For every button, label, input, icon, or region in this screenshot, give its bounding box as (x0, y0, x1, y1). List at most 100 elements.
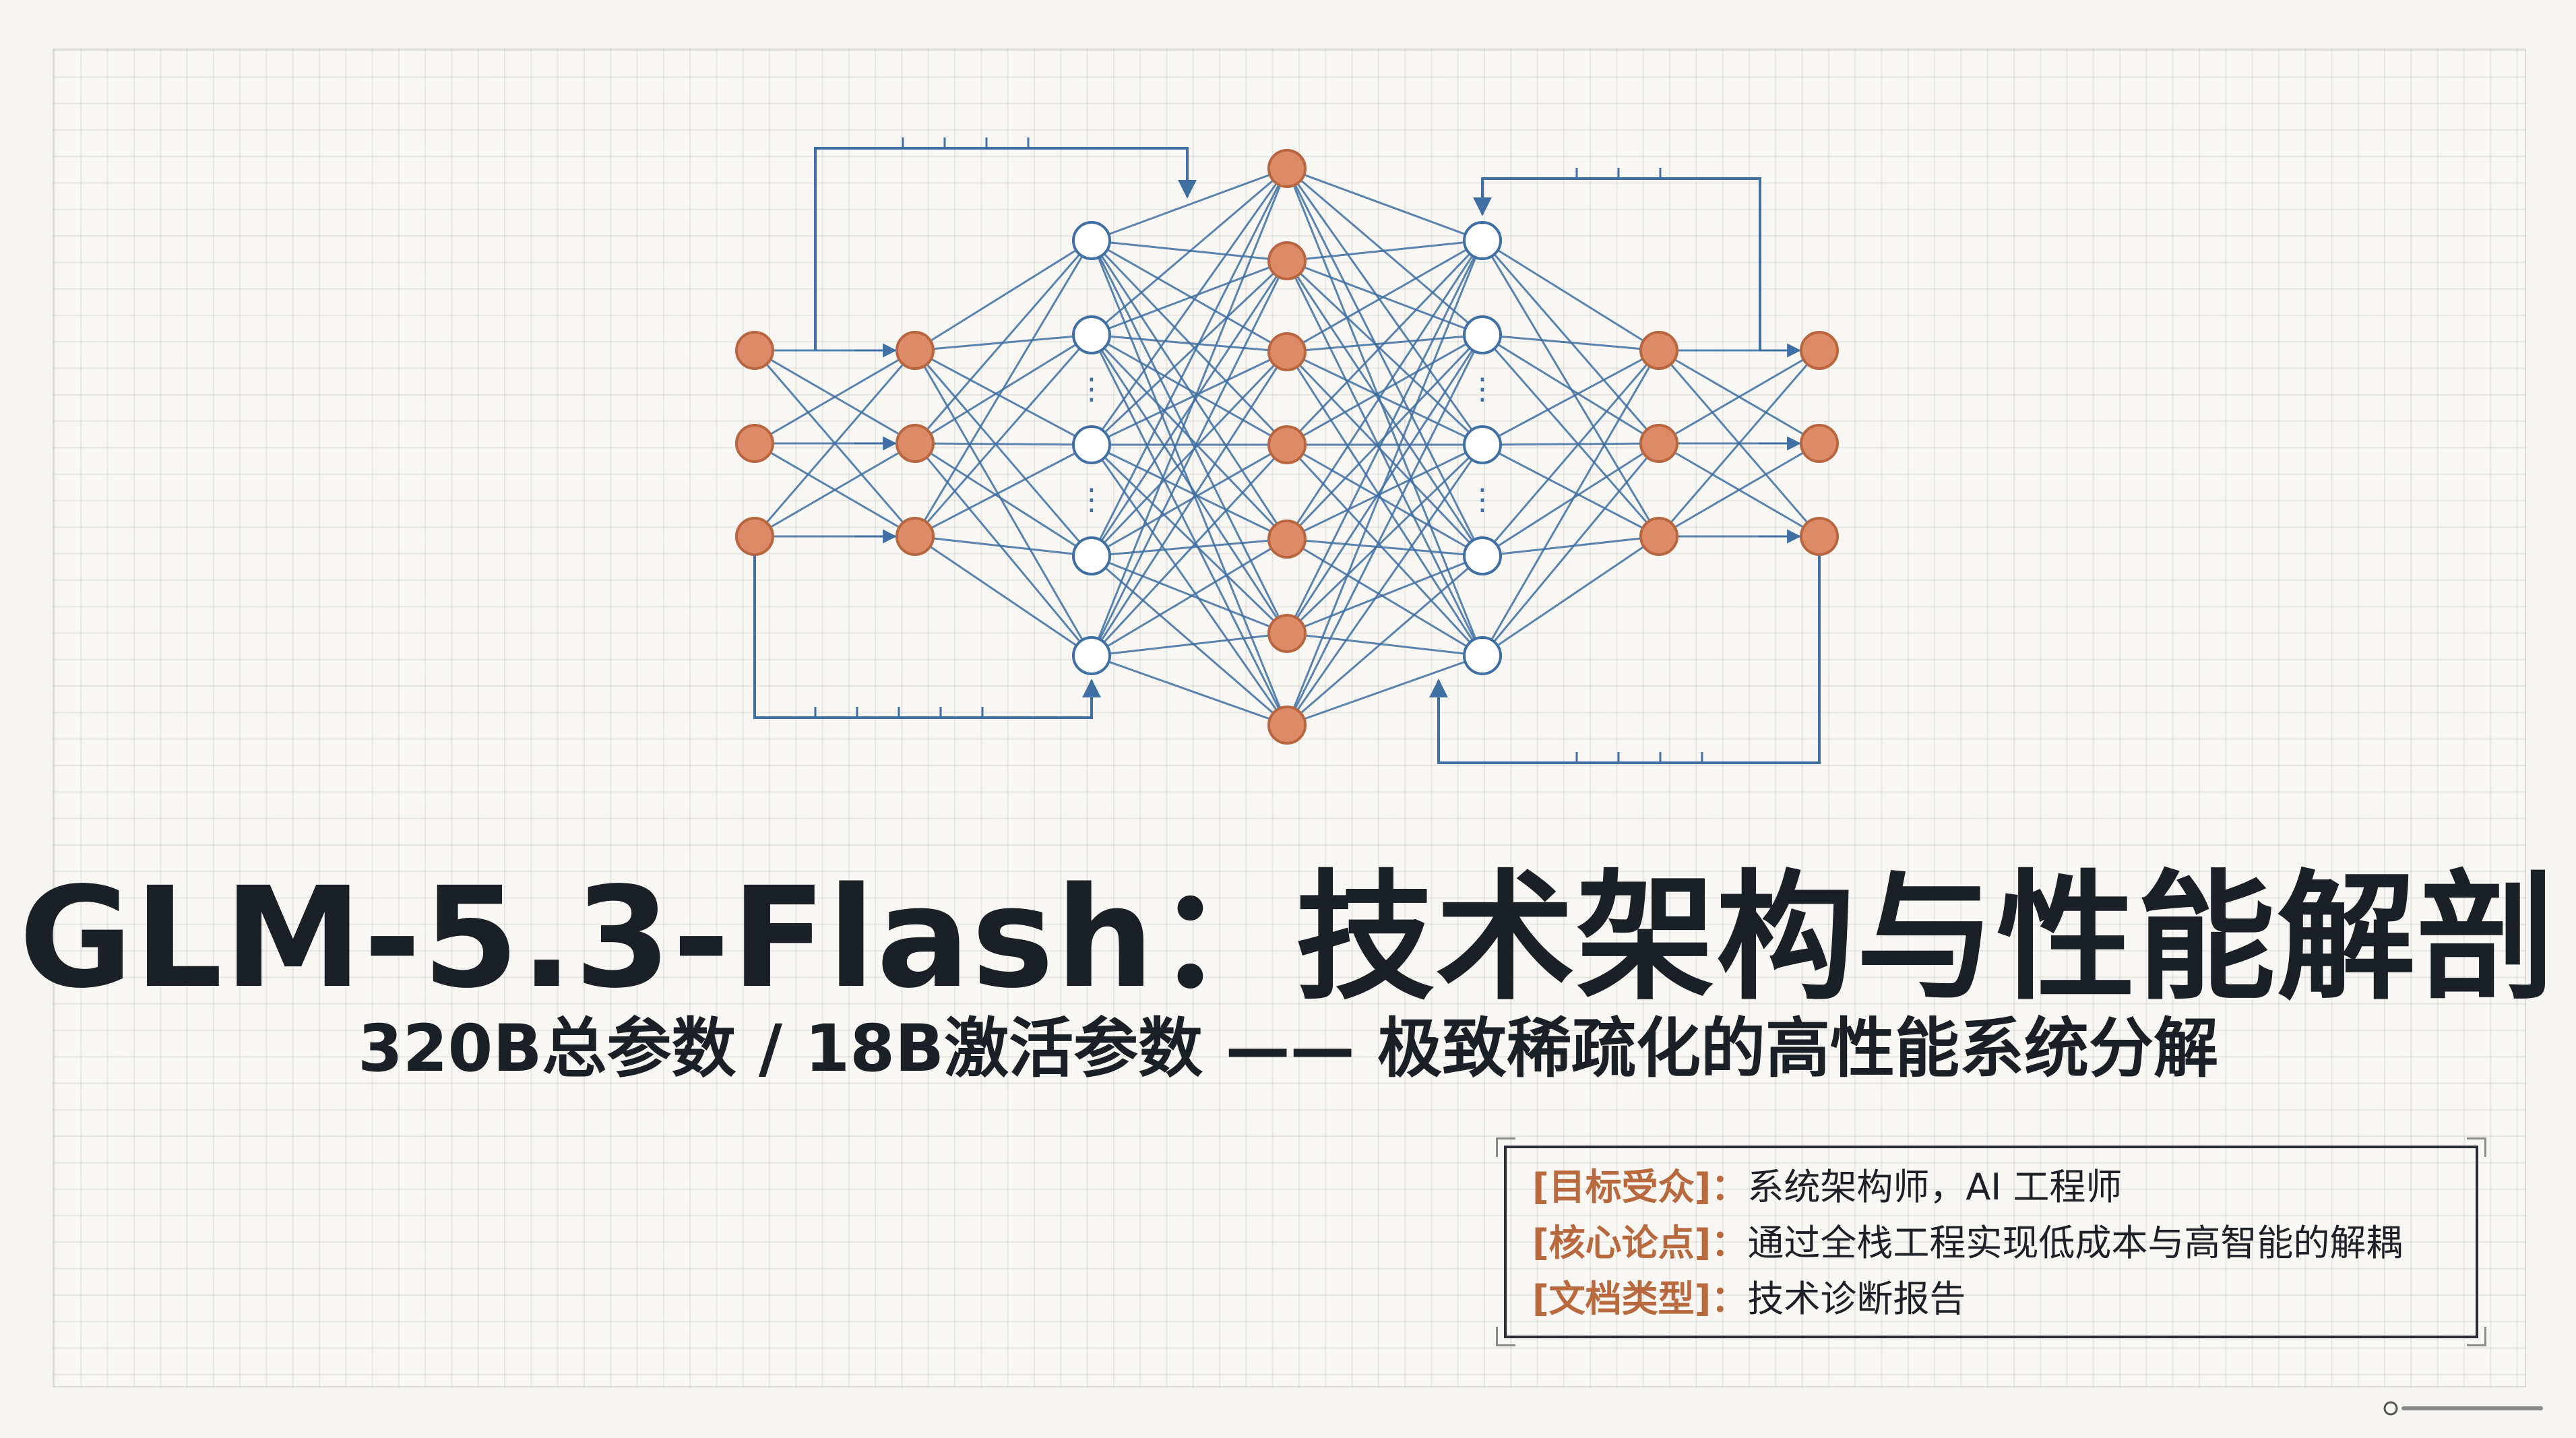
connection-edge (1286, 443, 1484, 635)
corner-bracket (1496, 1137, 1515, 1157)
connection-edge (1286, 167, 1483, 242)
info-box: [目标受众]：系统架构师，AI 工程师 [核心论点]：通过全栈工程实现低成本与高… (1496, 1137, 2486, 1346)
connection-edge (1090, 350, 1288, 557)
neuron-node-orange (1267, 425, 1307, 464)
info-value: 通过全栈工程实现低成本与高智能的解耦 (1747, 1222, 2403, 1264)
neuron-node-white (1463, 536, 1502, 575)
info-key: [核心论点]： (1532, 1222, 1748, 1264)
connection-edge (1481, 334, 1660, 537)
connection-edge (1286, 260, 1484, 656)
info-row-audience: [目标受众]：系统架构师，AI 工程师 (1532, 1159, 2476, 1215)
connection-edge (1286, 334, 1484, 726)
neuron-node-orange (1267, 614, 1307, 653)
skip-connection-bottom-right (1429, 536, 1821, 764)
connection-edge (1090, 334, 1288, 540)
connection-edge (1286, 350, 1484, 557)
connection-edge (914, 442, 1092, 557)
neuron-node-white (1072, 315, 1111, 354)
connection-edge (1286, 240, 1484, 726)
connection-edge (1482, 535, 1660, 557)
neuron-node-orange (1267, 706, 1307, 745)
neuron-node-orange (1267, 149, 1307, 188)
connection-edge (1482, 443, 1660, 538)
page-title: GLM-5.3-Flash：技术架构与性能解剖 (19, 857, 2557, 1019)
corner-bracket (1496, 1327, 1515, 1346)
connection-edge (914, 443, 1092, 538)
connection-edge (1286, 555, 1483, 635)
neuron-node-orange (1267, 520, 1307, 559)
connection-edge (1090, 443, 1288, 635)
connection-edge (1286, 654, 1483, 726)
neuron-node-white (1463, 425, 1502, 464)
connection-edge (1286, 259, 1484, 446)
connection-edge (1090, 168, 1288, 656)
connection-edge (914, 535, 1092, 557)
ellipsis-glyph: ⋮ (1077, 482, 1106, 517)
neuron-node-white (1072, 425, 1111, 464)
connection-edge (1286, 239, 1483, 262)
info-value: 技术诊断报告 (1747, 1278, 1966, 1320)
connection-edge (914, 350, 1093, 656)
connection-edge (1090, 260, 1288, 656)
connection-edge (1091, 555, 1288, 635)
skip-connection-top-left (814, 147, 1197, 350)
watermark-logo (2383, 1401, 2543, 1416)
connection-edge (1091, 555, 1288, 726)
connection-edge (1090, 351, 1288, 656)
skip-connection-bottom-left (753, 536, 1101, 719)
ellipsis-glyph: ⋮ (1468, 372, 1497, 406)
connection-edge (1091, 654, 1288, 726)
connection-edge (1286, 168, 1484, 557)
connection-edge (1090, 334, 1288, 634)
connection-edge (914, 443, 1093, 656)
connection-edge (1091, 259, 1288, 336)
ellipsis-glyph: ⋮ (1077, 372, 1106, 406)
connection-edge (1482, 442, 1660, 557)
connection-edge (1482, 334, 1660, 352)
neuron-node-orange (735, 331, 774, 370)
connection-edge (914, 350, 1093, 557)
neuron-node-orange (1267, 241, 1307, 280)
neuron-node-orange (1800, 331, 1839, 370)
info-key: [目标受众]： (1532, 1166, 1748, 1208)
connection-edge (1091, 334, 1288, 353)
neuron-node-white (1463, 636, 1502, 675)
ellipsis-glyph: ⋮ (1468, 482, 1497, 517)
connection-edge (914, 240, 1093, 537)
neuron-node-white (1072, 636, 1111, 675)
connection-edge (754, 349, 916, 445)
neuron-node-orange (1639, 517, 1678, 556)
connection-edge (754, 442, 916, 538)
connection-edge (1482, 535, 1660, 657)
connection-edge (1286, 443, 1484, 657)
neuron-node-orange (1800, 424, 1839, 463)
connection-edge (1091, 538, 1288, 557)
neuron-node-orange (896, 331, 935, 370)
connection-edge (914, 239, 1092, 352)
connection-edge (1091, 443, 1288, 557)
neural-network-diagram: ⋮ ⋮ ⋮ ⋮ (735, 137, 1839, 764)
connection-edge (1286, 239, 1483, 353)
corner-bracket (2467, 1137, 2486, 1157)
neuron-node-white (1463, 315, 1502, 354)
neuron-node-orange (1267, 332, 1307, 371)
neuron-node-orange (896, 517, 935, 556)
connection-edge (914, 334, 1093, 537)
connection-edge (1482, 239, 1660, 352)
skip-connection-top-right (1473, 177, 1761, 350)
connection-edge (1286, 555, 1483, 726)
connection-edge (1481, 350, 1660, 557)
connection-edge (1090, 259, 1288, 446)
connection-edge (1658, 349, 1820, 445)
neuron-node-white (1463, 221, 1502, 260)
neuron-node-orange (735, 517, 774, 556)
connection-edge (1091, 167, 1288, 336)
connection-edge (1482, 349, 1660, 446)
neuron-node-orange (1639, 424, 1678, 463)
connection-edge (1286, 538, 1483, 657)
connection-edge (1482, 442, 1660, 446)
connection-edge (1481, 350, 1660, 656)
neuron-node-white (1072, 536, 1111, 575)
neuron-node-orange (1639, 331, 1678, 370)
connection-edge (1286, 260, 1484, 557)
